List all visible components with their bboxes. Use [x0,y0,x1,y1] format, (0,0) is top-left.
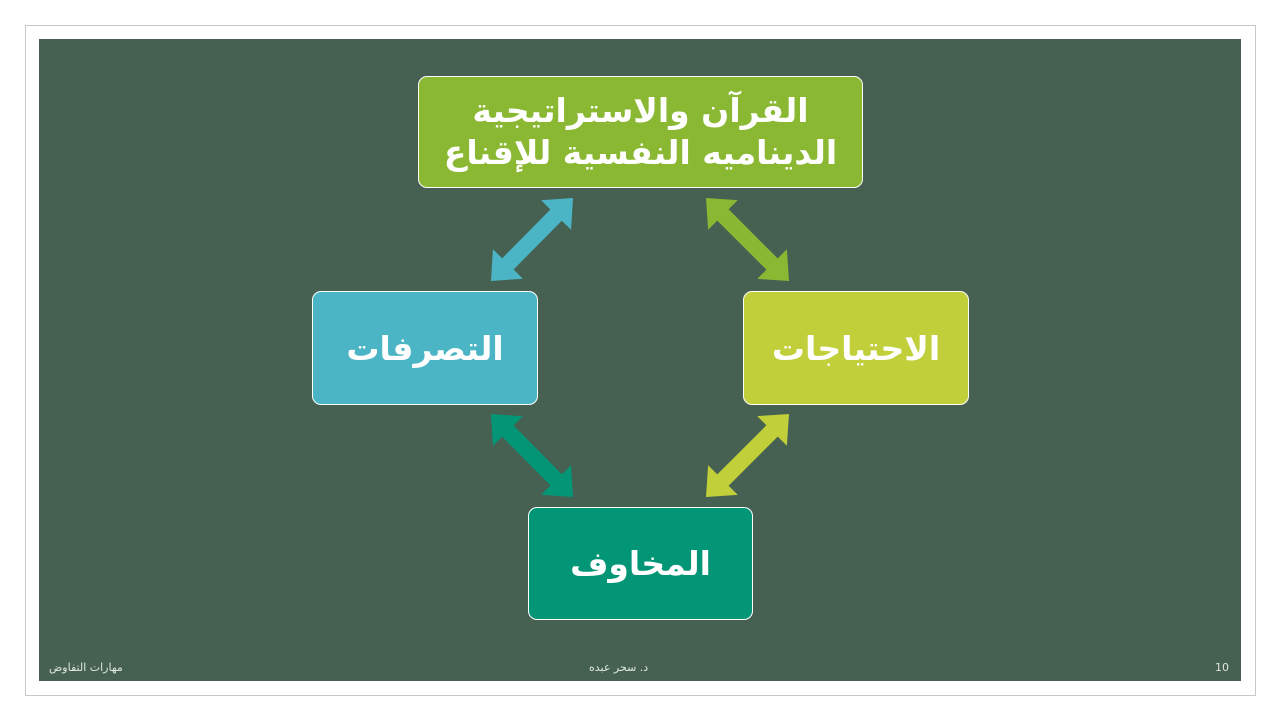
arrow-bottom-right-icon [706,414,789,497]
title-line-1: القرآن والاستراتيجية [472,91,809,130]
fears-box: المخاوف [528,507,753,620]
arrow-bottom-left-icon [491,414,573,497]
arrow-top-right-icon [706,198,789,281]
footer-center: د. سحر عبده [589,661,649,674]
footer-left: مهارات التفاوض [49,661,123,674]
cycle-arrows [491,198,789,497]
arrow-top-left-icon [491,198,573,281]
page-number: 10 [1215,661,1229,674]
needs-box: الاحتياجات [743,291,969,405]
behaviors-box: التصرفات [312,291,538,405]
title-line-2: الديناميه النفسية للإقناع [443,133,838,172]
